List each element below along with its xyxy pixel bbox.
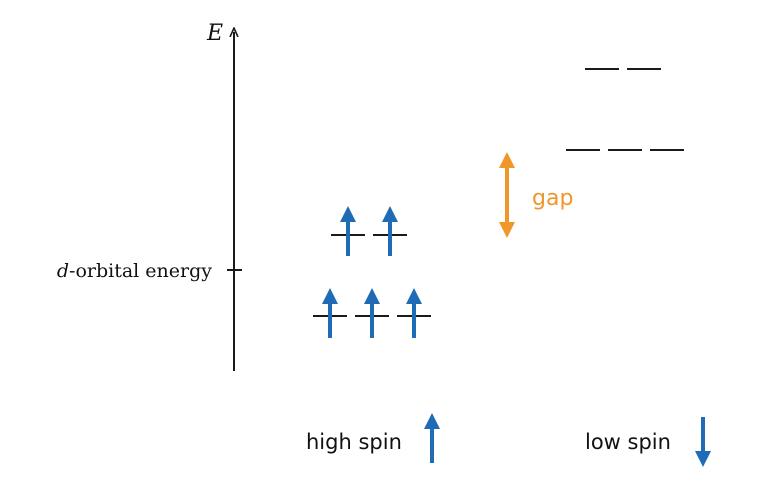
high-spin-label: high spin: [306, 430, 402, 454]
low-spin-label: low spin: [585, 430, 671, 454]
d-orbital-energy-label-prefix: d: [57, 260, 69, 282]
high-spin-electrons: [322, 206, 422, 338]
energy-axis-label: E: [206, 21, 223, 46]
energy-axis: E d-orbital energy: [57, 21, 242, 371]
gap-indicator: gap: [499, 152, 573, 238]
gap-label: gap: [532, 186, 573, 211]
d-orbital-energy-label: d-orbital energy: [57, 260, 212, 282]
low-spin-levels: [566, 68, 684, 151]
d-orbital-energy-label-suffix: -orbital energy: [69, 260, 212, 282]
legend: high spin low spin: [306, 413, 711, 467]
